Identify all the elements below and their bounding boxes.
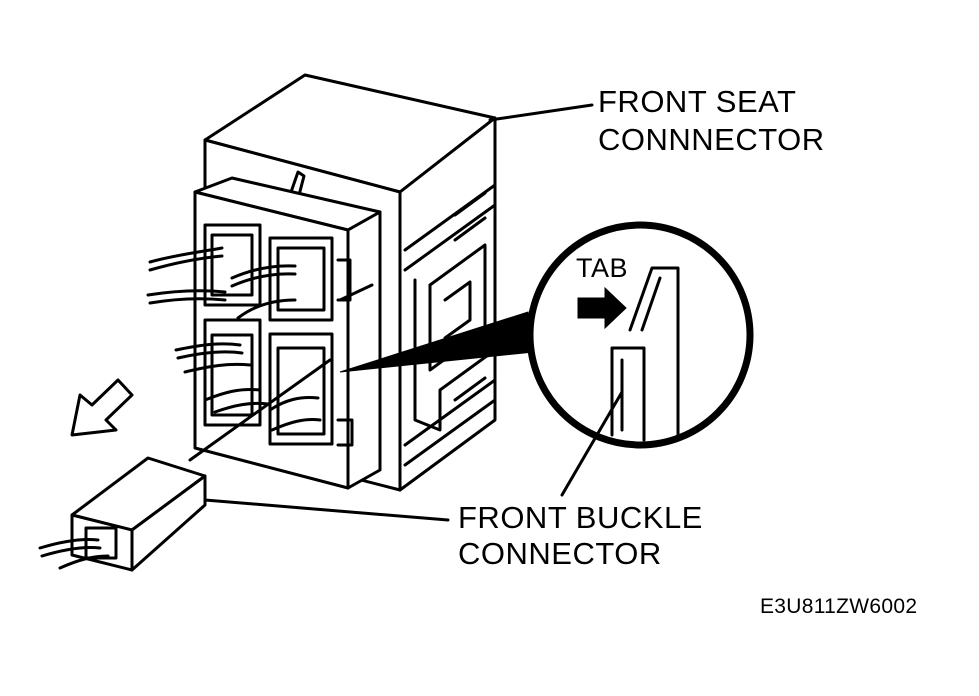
tab-arrow-icon xyxy=(577,286,627,330)
front-buckle-connector-label-line2: CONNECTOR xyxy=(458,536,662,571)
tab-detail-callout xyxy=(526,221,754,497)
tab-label: TAB xyxy=(576,253,629,283)
detail-leader-line xyxy=(560,390,624,497)
pull-arrow-icon xyxy=(70,378,134,437)
front-buckle-connector-label-line1: FRONT BUCKLE xyxy=(458,500,703,535)
front-seat-connector-label-line2: CONNNECTOR xyxy=(598,122,825,157)
pull-direction-line xyxy=(188,358,332,462)
connector-insert xyxy=(193,176,382,490)
front-seat-connector-label-line1: FRONT SEAT xyxy=(598,84,797,119)
figure-code: E3U811ZW6002 xyxy=(760,595,918,618)
front-buckle-connector xyxy=(38,456,207,572)
buckle-leader-line xyxy=(203,498,450,522)
mating-terminal xyxy=(610,346,646,442)
detail-circle xyxy=(526,221,754,449)
seat-leader-line xyxy=(488,103,594,122)
wire-harness xyxy=(146,246,322,432)
tab-outline xyxy=(628,266,680,442)
buckle-cavity xyxy=(84,526,118,560)
